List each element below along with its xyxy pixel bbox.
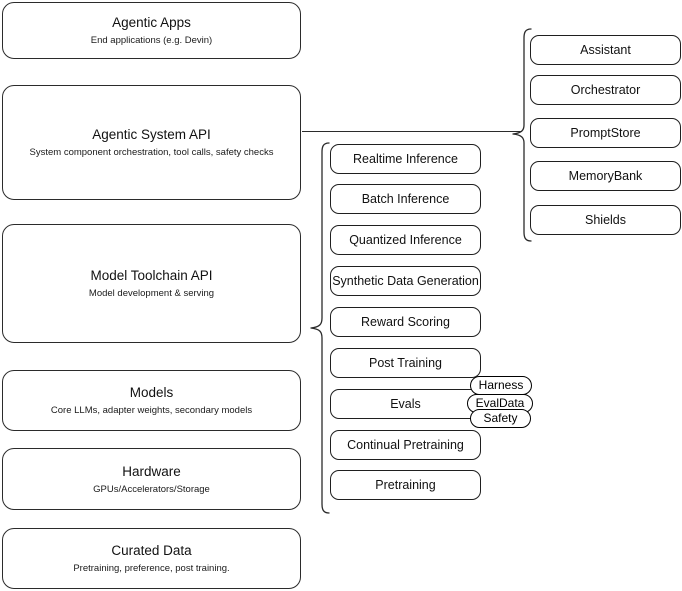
layer-subtitle: Core LLMs, adapter weights, secondary mo…: [50, 405, 253, 416]
system-component-shields[interactable]: Shields: [530, 205, 681, 235]
layer-title: Model Toolchain API: [90, 268, 213, 283]
layer-title: Agentic System API: [92, 127, 211, 142]
toolchain-item-label: Batch Inference: [361, 192, 450, 206]
toolchain-item-label: Realtime Inference: [353, 152, 458, 166]
toolchain-item-evals[interactable]: Evals: [330, 389, 481, 419]
system-component-memorybank[interactable]: MemoryBank: [530, 161, 681, 191]
layer-subtitle: System component orchestration, tool cal…: [29, 147, 274, 158]
toolchain-item-label: Continual Pretraining: [347, 438, 464, 452]
system-component-label: MemoryBank: [568, 169, 643, 183]
layer-box-model-toolchain-api[interactable]: Model Toolchain API Model development & …: [2, 224, 301, 343]
layer-subtitle: Model development & serving: [88, 288, 215, 299]
layer-title: Hardware: [122, 463, 181, 479]
layer-title: Curated Data: [111, 543, 192, 558]
layer-subtitle: GPUs/Accelerators/Storage: [93, 483, 210, 495]
layer-subtitle: Pretraining, preference, post training.: [73, 563, 230, 574]
bracket-model-toolchain: [310, 142, 330, 514]
toolchain-item-synthetic-data-generation[interactable]: Synthetic Data Generation: [330, 266, 481, 296]
system-component-label: Orchestrator: [570, 83, 641, 97]
toolchain-item-label: Synthetic Data Generation: [332, 274, 479, 288]
toolchain-item-post-training[interactable]: Post Training: [330, 348, 481, 378]
toolchain-item-continual-pretraining[interactable]: Continual Pretraining: [330, 430, 481, 460]
evals-subitem-harness[interactable]: Harness: [470, 376, 532, 395]
evals-subitem-safety[interactable]: Safety: [470, 409, 531, 428]
toolchain-item-pretraining[interactable]: Pretraining: [330, 470, 481, 500]
layer-box-curated-data[interactable]: Curated Data Pretraining, preference, po…: [2, 528, 301, 589]
toolchain-item-reward-scoring[interactable]: Reward Scoring: [330, 307, 481, 337]
layer-box-agentic-apps[interactable]: Agentic Apps End applications (e.g. Devi…: [2, 2, 301, 59]
evals-subitem-label: Harness: [478, 378, 524, 392]
toolchain-item-realtime-inference[interactable]: Realtime Inference: [330, 144, 481, 174]
layer-title: Models: [129, 385, 174, 400]
system-component-orchestrator[interactable]: Orchestrator: [530, 75, 681, 105]
bracket-agentic-system-components: [512, 28, 532, 242]
toolchain-item-label: Evals: [390, 397, 421, 411]
toolchain-item-label: Reward Scoring: [361, 315, 450, 329]
evals-subitem-label: Safety: [483, 411, 518, 425]
toolchain-item-batch-inference[interactable]: Batch Inference: [330, 184, 481, 214]
layer-subtitle: End applications (e.g. Devin): [90, 35, 213, 46]
evals-subitem-label: EvalData: [475, 396, 525, 410]
layer-box-hardware[interactable]: Hardware GPUs/Accelerators/Storage: [2, 448, 301, 510]
system-component-assistant[interactable]: Assistant: [530, 35, 681, 65]
toolchain-item-quantized-inference[interactable]: Quantized Inference: [330, 225, 481, 255]
layer-title: Agentic Apps: [112, 15, 191, 30]
connector-line-system-api-to-components: [302, 131, 522, 132]
toolchain-item-label: Post Training: [369, 356, 442, 370]
layer-box-models[interactable]: Models Core LLMs, adapter weights, secon…: [2, 370, 301, 431]
system-component-label: Assistant: [580, 43, 631, 57]
toolchain-item-label: Pretraining: [375, 478, 436, 492]
toolchain-item-label: Quantized Inference: [349, 233, 462, 247]
system-component-promptstore[interactable]: PromptStore: [530, 118, 681, 148]
system-component-label: PromptStore: [570, 126, 641, 140]
system-component-label: Shields: [585, 213, 626, 227]
layer-box-agentic-system-api[interactable]: Agentic System API System component orch…: [2, 85, 301, 200]
